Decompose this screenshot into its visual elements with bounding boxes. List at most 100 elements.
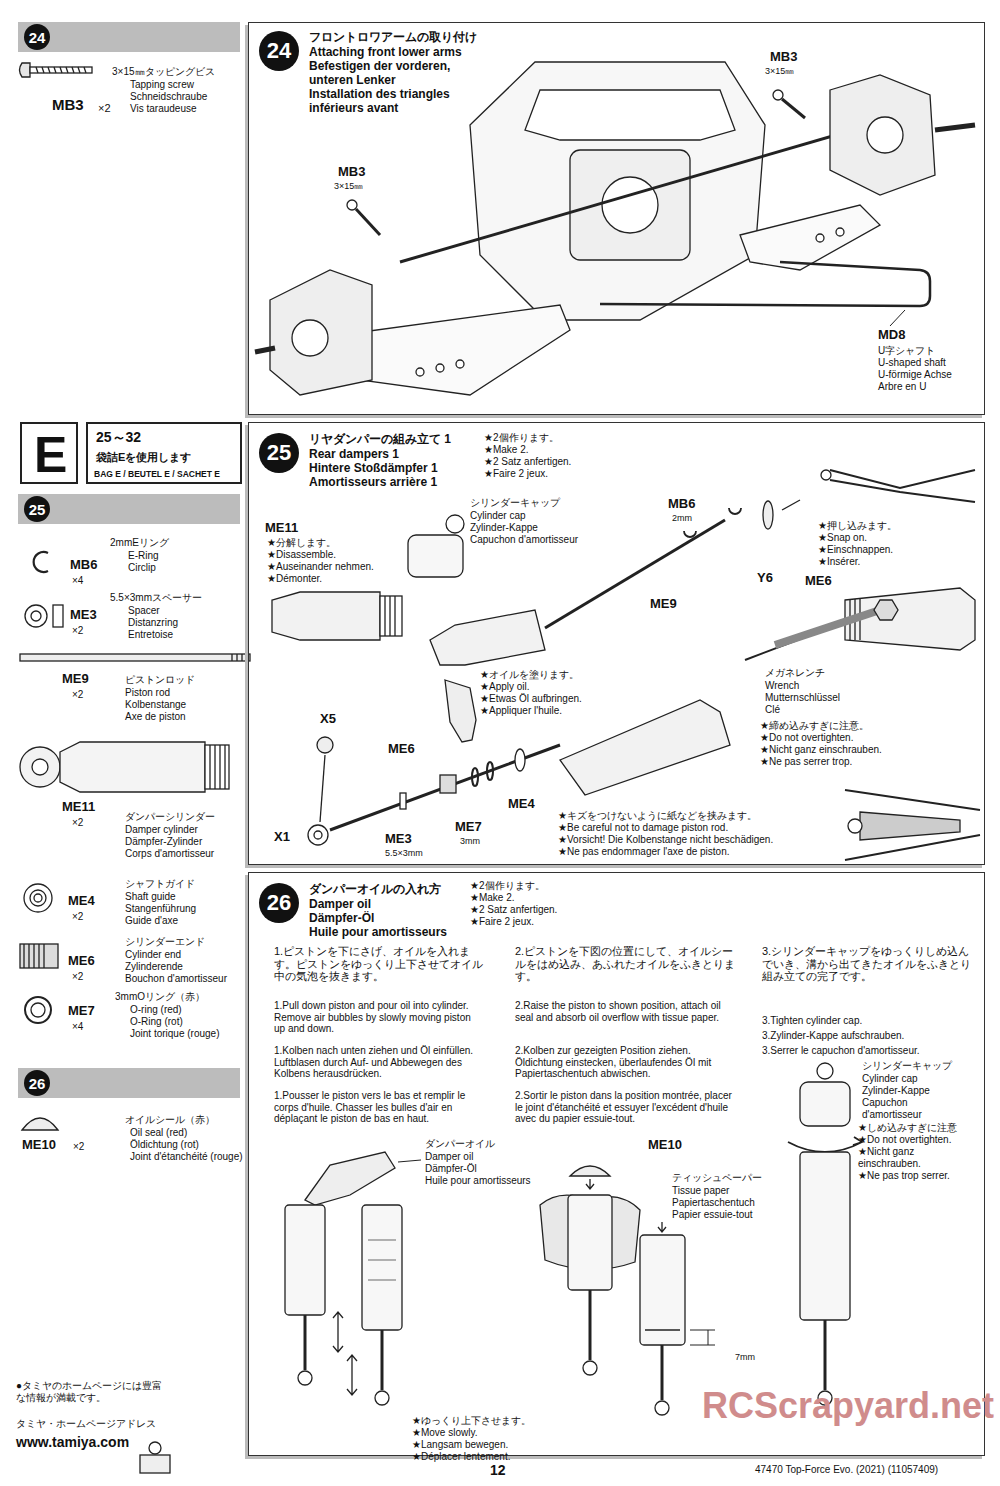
- step-title: Damper oil: [309, 898, 371, 912]
- note-text: Huile pour amortisseurs: [425, 1175, 531, 1187]
- note-text: U-förmige Achse: [878, 369, 952, 381]
- note-text: シリンダーキャップ: [470, 497, 560, 509]
- note-text: ★Faire 2 jeux.: [470, 916, 534, 928]
- note-text: Piston rod: [125, 687, 170, 699]
- note-text: Öldichtung (rot): [130, 1139, 199, 1151]
- note-text: Vis taraudeuse: [130, 103, 197, 115]
- step-title: Dämpfer-Öl: [309, 912, 374, 926]
- note-text: Shaft guide: [125, 891, 176, 903]
- step-panel: 24フロントロワアームの取り付けAttaching front lower ar…: [248, 22, 985, 415]
- note-text: ×2: [72, 689, 83, 701]
- note-text: ★Move slowly.: [412, 1427, 477, 1439]
- note-text: ★2 Satz anfertigen.: [484, 456, 571, 468]
- note-text: Capuchon d'amortisseur: [862, 1097, 962, 1120]
- note-text: ★2 Satz anfertigen.: [470, 904, 557, 916]
- note-text: 1.ピストンを下にさげ、オイルを入れます。ピストンをゆっくり上下させてオイル中の…: [274, 945, 484, 983]
- note-text: ★Insérer.: [818, 556, 860, 568]
- note-text: 2mm: [672, 513, 692, 523]
- note-text: Circlip: [128, 562, 156, 574]
- note-text: シャフトガイド: [125, 878, 195, 890]
- part-code: ME7: [68, 1004, 95, 1019]
- watermark: RCScrapyard.net: [702, 1385, 994, 1426]
- note-text: 2.Sortir le piston dans la position mont…: [515, 1090, 740, 1125]
- part-code: MB6: [70, 558, 97, 573]
- note-text: ★Do not overtighten.: [760, 732, 853, 744]
- note-text: Papiertaschentuch: [672, 1197, 755, 1209]
- note-text: O-Ring (rot): [130, 1016, 183, 1028]
- note-text: ×2: [73, 1141, 84, 1153]
- note-text: 3.シリンダーキャップをゆっくりしめ込んでいき、溝から出てきたオイルをふきとり組…: [762, 945, 977, 983]
- note-text: 1.Kolben nach unten ziehen und Öl einfül…: [274, 1045, 479, 1080]
- note-text: ★押し込みます。: [818, 520, 897, 532]
- part-code: ME3: [70, 608, 97, 623]
- part-code: Y6: [757, 571, 773, 586]
- note-text: ×2: [98, 102, 111, 115]
- note-text: Arbre en U: [878, 381, 926, 393]
- note-text: U-shaped shaft: [878, 357, 946, 369]
- part-code: ME4: [508, 797, 535, 812]
- part-code: MB3: [338, 165, 365, 180]
- part-code: MB6: [668, 497, 695, 512]
- note-text: ★Be careful not to damage piston rod.: [558, 822, 728, 834]
- note-text: ★締め込みすぎに注意。: [760, 720, 869, 732]
- step-title: 袋詰Eを使用します: [96, 451, 191, 464]
- step-number: 24: [24, 24, 50, 50]
- page-footer: 12: [490, 1462, 506, 1478]
- note-text: Bouchon d'amortisseur: [125, 973, 227, 985]
- note-text: ★Nicht ganz einschrauben.: [760, 744, 882, 756]
- note-text: ★Appliquer l'huile.: [480, 705, 562, 717]
- note-text: ×2: [72, 817, 83, 829]
- step-title: ダンパーオイルの入れ方: [309, 883, 441, 897]
- note-text: ★しめ込みすぎに注意: [858, 1122, 957, 1134]
- part-code: ME3: [385, 832, 412, 847]
- note-text: Papier essuie-tout: [672, 1209, 753, 1221]
- note-text: Capuchon d'amortisseur: [470, 534, 578, 546]
- part-code: ME11: [265, 521, 298, 536]
- step-title: Amortisseurs arrière 1: [309, 476, 437, 490]
- note-text: 1.Pull down piston and pour oil into cyl…: [274, 1000, 479, 1035]
- part-code: ME11: [62, 800, 95, 815]
- part-code: MB3: [52, 96, 84, 113]
- note-text: 3×15㎜タッピングビス: [112, 66, 215, 78]
- note-text: 3.Zylinder-Kappe aufschrauben.: [762, 1030, 904, 1042]
- note-text: ★Do not overtighten.: [858, 1134, 951, 1146]
- note-text: Zylinderende: [125, 961, 183, 973]
- note-text: Zylinder-Kappe: [862, 1085, 930, 1097]
- note-text: ★Ne pas trop serrer.: [858, 1170, 950, 1182]
- step-title: BAG E / BEUTEL E / SACHET E: [94, 470, 220, 480]
- note-text: ★Ne pas endommager l'axe de piston.: [558, 846, 730, 858]
- note-text: ★オイルを塗ります。: [480, 669, 579, 681]
- note-text: ★Etwas Öl aufbringen.: [480, 693, 582, 705]
- note-text: ★Einschnappen.: [818, 544, 893, 556]
- note-text: ×4: [72, 1021, 83, 1033]
- note-text: 2mmEリング: [110, 537, 169, 549]
- step-number: 24: [259, 31, 299, 71]
- note-text: Joint torique (rouge): [130, 1028, 220, 1040]
- note-text: 3mm: [460, 836, 480, 846]
- step-title: Huile pour amortisseurs: [309, 926, 447, 940]
- note-text: Distanzring: [128, 617, 178, 629]
- note-text: Corps d'amortisseur: [125, 848, 214, 860]
- note-text: ピストンロッド: [125, 674, 195, 686]
- note-text: シリンダーキャップ: [862, 1060, 952, 1072]
- note-text: Zylinder-Kappe: [470, 522, 538, 534]
- note-text: Clé: [765, 704, 780, 716]
- note-text: Spacer: [128, 605, 160, 617]
- note-text: オイルシール（赤）: [125, 1114, 215, 1126]
- note-text: Mutternschlüssel: [765, 692, 840, 704]
- note-text: ★Make 2.: [484, 444, 529, 456]
- note-text: ★Snap on.: [818, 532, 867, 544]
- step-panel: 25リヤダンパーの組み立て 1Rear dampers 1Hintere Sto…: [248, 422, 985, 865]
- step-header-bar: 26: [18, 1068, 240, 1098]
- step-number: 26: [24, 1070, 50, 1096]
- note-text: ★分解します。: [267, 537, 336, 549]
- note-text: ★Faire 2 jeux.: [484, 468, 548, 480]
- note-text: Schneidschraube: [130, 91, 207, 103]
- part-code: ME9: [62, 672, 89, 687]
- note-text: ★Make 2.: [470, 892, 515, 904]
- note-text: ★2個作ります。: [484, 432, 559, 444]
- note-text: Kolbenstange: [125, 699, 186, 711]
- note-text: ★ゆっくり上下させます。: [412, 1415, 531, 1427]
- note-text: E-Ring: [128, 550, 159, 562]
